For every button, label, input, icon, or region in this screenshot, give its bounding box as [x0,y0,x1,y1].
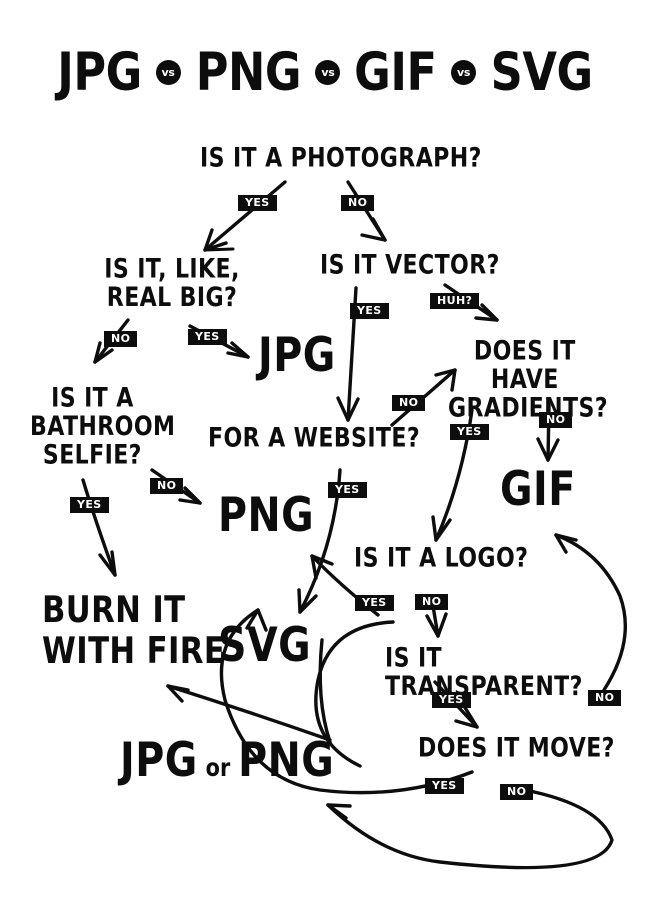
arrow-photograph-yes [203,180,287,252]
arrow-photograph-no [346,180,387,242]
chip-photograph-yes: YES [238,195,277,211]
arrowhead-transparent-yes [454,704,479,729]
chip-vector-huh: HUH? [430,293,480,309]
page-title: JPG vs PNG vs GIF vs SVG [0,44,650,100]
chip-photograph-no: NO [341,195,375,211]
arrow-svg-right-curve [318,638,332,744]
arrowhead-sweep-to-burn [166,684,190,703]
chip-website-yes: YES [328,482,367,498]
result-gif: GIF [500,462,576,517]
result-jpg-or-png-second: PNG [238,733,335,788]
vs-badge-icon-3: vs [451,59,477,85]
chip-transparent-yes: YES [432,692,471,708]
chip-logo-yes: YES [355,595,394,611]
chip-gradients-yes: YES [450,424,489,440]
result-jpg-or-png-first: JPG [120,733,198,788]
arrowhead-logo-yes [310,554,334,580]
arrowhead-photograph-yes [203,228,228,252]
chip-realbig-no: NO [104,331,138,347]
arrow-sweep-to-burn [166,684,332,742]
node-is-it-real-big: IS IT, LIKE, REAL BIG? [104,254,240,313]
arrowhead-vector-yes [336,396,360,422]
chip-selfie-yes: YES [70,497,109,513]
chip-selfie-no: NO [150,478,184,494]
arrowhead-transparent-no [554,533,578,554]
result-jpg: JPG [258,328,336,383]
arrowhead-gradients-no [536,437,560,462]
node-is-it-bathroom-selfie: IS IT A BATHROOM SELFIE? [30,383,176,471]
result-svg: SVG [218,618,312,673]
arrow-selfie-yes [81,478,117,577]
result-png: PNG [218,488,315,543]
arrowhead-realbig-yes [226,341,250,359]
chip-logo-no: NO [415,594,449,610]
title-word-jpg: JPG [56,41,142,103]
arrowhead-logo-no [425,612,448,638]
arrowhead-selfie-yes [98,550,117,577]
node-is-it-vector: IS IT VECTOR? [320,250,500,281]
title-word-png: PNG [195,41,301,103]
chip-realbig-yes: YES [188,329,227,345]
arrowhead-gradients-yes [431,515,452,542]
chip-move-no: NO [500,784,534,800]
arrow-move-no [326,788,614,870]
result-jpg-or-png-or: or [205,753,231,782]
chip-vector-yes: YES [350,303,389,319]
arrowhead-website-yes [297,588,318,614]
node-does-it-have-gradients: DOES IT HAVE GRADIENTS? [448,336,608,424]
vs-badge-icon-1: vs [155,59,181,85]
vs-badge-icon-2: vs [315,59,341,85]
node-is-it-a-logo: IS IT A LOGO? [354,543,529,574]
arrow-gif-feeder [548,560,561,640]
result-burn-it-with-fire: BURN IT WITH FIRE [42,587,226,672]
chip-website-no: NO [392,395,426,411]
chip-move-yes: YES [425,778,464,794]
node-is-it-a-photograph: IS IT A PHOTOGRAPH? [200,143,482,174]
chip-gradients-no: NO [539,412,573,428]
node-does-it-move: DOES IT MOVE? [418,733,615,764]
arrowhead-move-no [326,803,352,820]
node-for-a-website: FOR A WEBSITE? [208,423,421,454]
title-word-svg: SVG [490,41,593,103]
title-word-gif: GIF [354,41,438,103]
arrowhead-photograph-no [360,217,387,242]
arrowhead2-photograph-yes [203,247,235,252]
chip-transparent-no: NO [588,690,622,706]
